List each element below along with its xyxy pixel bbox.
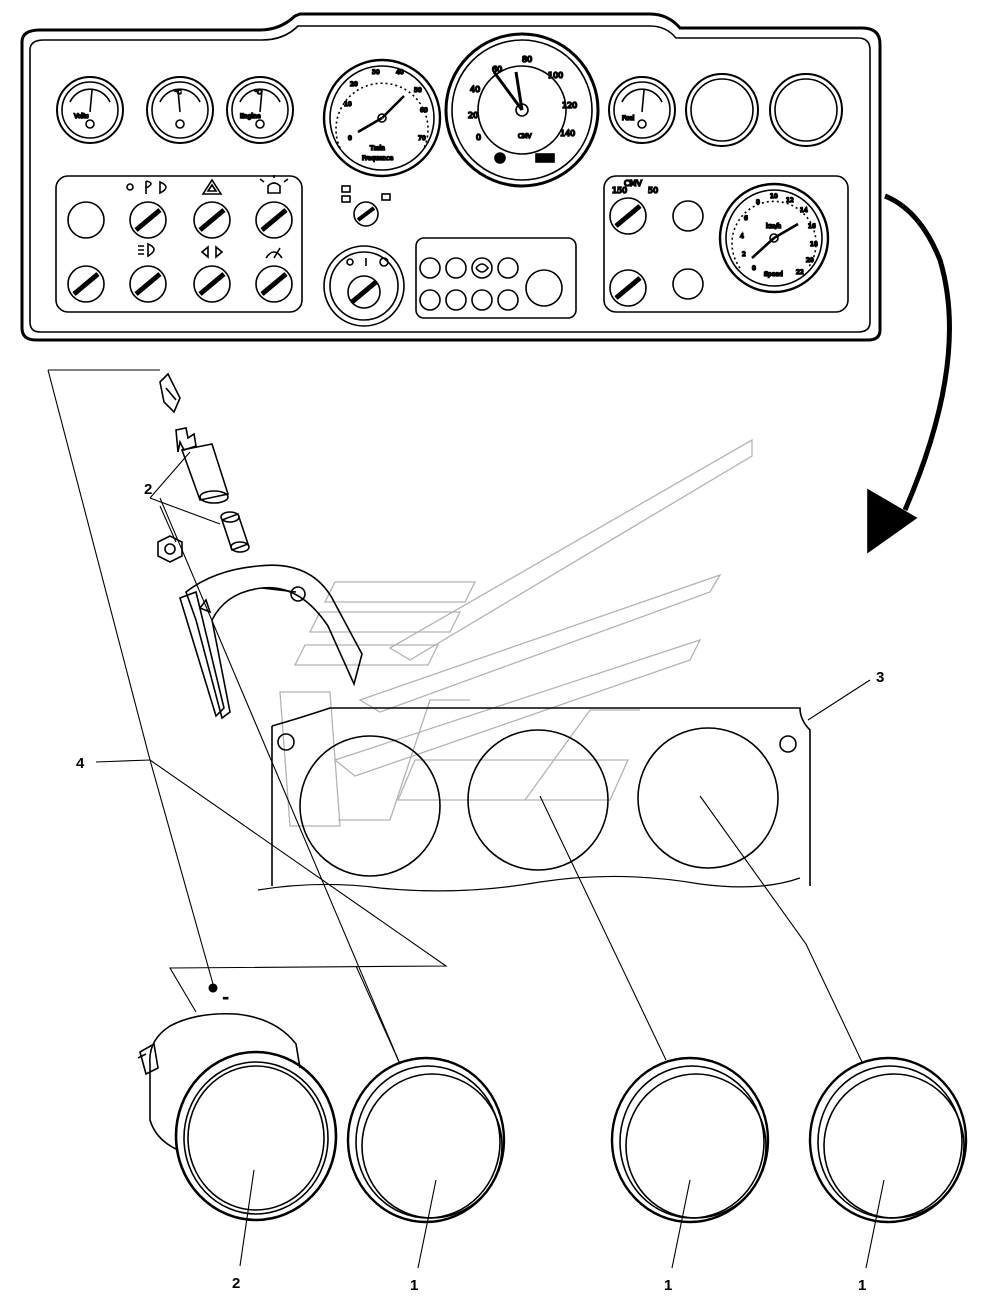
svg-text:0: 0 — [348, 135, 352, 142]
minus-terminal-label: - — [222, 984, 229, 1009]
svg-text:60: 60 — [492, 65, 502, 74]
svg-text:30: 30 — [372, 69, 380, 76]
svg-text:70: 70 — [418, 135, 426, 142]
svg-text:8: 8 — [756, 199, 760, 206]
svg-text:2: 2 — [742, 251, 746, 258]
key-icon — [379, 257, 389, 267]
svg-text:Volts: Volts — [74, 113, 88, 120]
svg-text:140: 140 — [560, 129, 575, 138]
svg-text:Fuel: Fuel — [622, 115, 635, 122]
blank-gauge-slot — [685, 73, 759, 147]
switch[interactable] — [129, 201, 167, 239]
curved-arrow — [867, 193, 952, 554]
svg-text:100: 100 — [548, 71, 563, 80]
nut — [157, 535, 183, 563]
mounting-bracket — [179, 564, 363, 720]
svg-text:CMV: CMV — [518, 133, 532, 140]
svg-text:Engine: Engine — [240, 113, 261, 120]
svg-text:6: 6 — [744, 215, 748, 222]
hazard-icon — [201, 178, 223, 195]
svg-text:150: 150 — [612, 186, 627, 195]
switch[interactable] — [255, 265, 293, 303]
gauge — [808, 1056, 968, 1224]
svg-text:120: 120 — [562, 101, 577, 110]
gauge-with-housing — [137, 1012, 338, 1222]
blank-gauge-slot — [769, 73, 843, 147]
bulb-holder — [175, 427, 230, 504]
svg-text:22: 22 — [796, 269, 804, 276]
watermark-logo — [279, 438, 753, 827]
svg-text:Tmin: Tmin — [369, 145, 385, 152]
volt-gauge: Volts — [56, 76, 124, 144]
svg-text:10: 10 — [344, 101, 352, 108]
svg-text:0: 0 — [752, 265, 756, 272]
svg-text:50: 50 — [414, 87, 422, 94]
callout-1: 1 — [410, 1277, 418, 1294]
oil-temp-gauge: °C — [146, 76, 214, 144]
svg-text:40: 40 — [396, 69, 404, 76]
beacon-icon — [259, 175, 289, 194]
fog-lamp-icon — [145, 180, 167, 195]
svg-text:20: 20 — [468, 111, 478, 120]
left-switch-panel — [55, 175, 303, 313]
indicator-arrows-icon — [200, 245, 224, 259]
svg-text:14: 14 — [800, 207, 808, 214]
svg-text:km/h: km/h — [766, 223, 781, 230]
ignition-key-switch[interactable] — [323, 245, 405, 327]
callout-2: 2 — [144, 481, 152, 498]
fuel-gauge: Fuel — [608, 76, 676, 144]
svg-text:4: 4 — [740, 233, 744, 240]
warning-lights-panel — [415, 237, 577, 319]
switch[interactable] — [255, 201, 293, 239]
svg-text:Frequence: Frequence — [362, 155, 393, 162]
wiper-icon — [265, 247, 283, 259]
switch[interactable] — [129, 265, 167, 303]
callout-4: 4 — [76, 755, 85, 772]
callout-leaders — [239, 1169, 885, 1269]
bulb-cap — [220, 511, 250, 553]
switch[interactable] — [609, 269, 647, 307]
callout-2: 2 — [232, 1275, 240, 1292]
glow-plug-icon — [475, 263, 490, 273]
gauge — [610, 1056, 770, 1224]
switch[interactable] — [193, 265, 231, 303]
svg-text:80: 80 — [522, 55, 532, 64]
light-selector[interactable] — [341, 185, 391, 227]
svg-text:18: 18 — [810, 241, 818, 248]
svg-text:50: 50 — [648, 186, 658, 195]
callout-3: 3 — [876, 669, 884, 686]
switch[interactable] — [67, 201, 105, 239]
speedometer: 0 20 40 60 80 100 120 140 CMV — [444, 32, 600, 188]
bulb — [159, 372, 181, 414]
switch[interactable] — [609, 197, 647, 235]
water-temp-gauge: °C Engine — [226, 76, 294, 144]
svg-text:0: 0 — [476, 133, 481, 142]
svg-text:Speed: Speed — [764, 271, 783, 278]
tachometer: 10 20 30 40 50 60 70 0 Tmin Frequence — [322, 58, 442, 178]
svg-text:CMV: CMV — [624, 179, 642, 188]
callout-1: 1 — [664, 1277, 672, 1294]
leader-lines — [95, 451, 871, 1065]
svg-text:16: 16 — [808, 223, 816, 230]
svg-text:40: 40 — [470, 85, 480, 94]
svg-text:20: 20 — [350, 81, 358, 88]
svg-text:20: 20 — [806, 257, 814, 264]
callout-1: 1 — [858, 1277, 866, 1294]
bezel-plate — [257, 707, 811, 892]
svg-text:°C: °C — [254, 89, 261, 96]
svg-text:10: 10 — [770, 193, 778, 200]
switch[interactable] — [193, 201, 231, 239]
headlamp-icon — [138, 242, 155, 258]
svg-text:°C: °C — [174, 89, 181, 96]
dashboard-panel: Volts °C °C Engine — [20, 12, 882, 342]
svg-text:60: 60 — [420, 107, 428, 114]
switch[interactable] — [67, 265, 105, 303]
gauge — [346, 1056, 506, 1224]
svg-text:12: 12 — [786, 197, 794, 204]
